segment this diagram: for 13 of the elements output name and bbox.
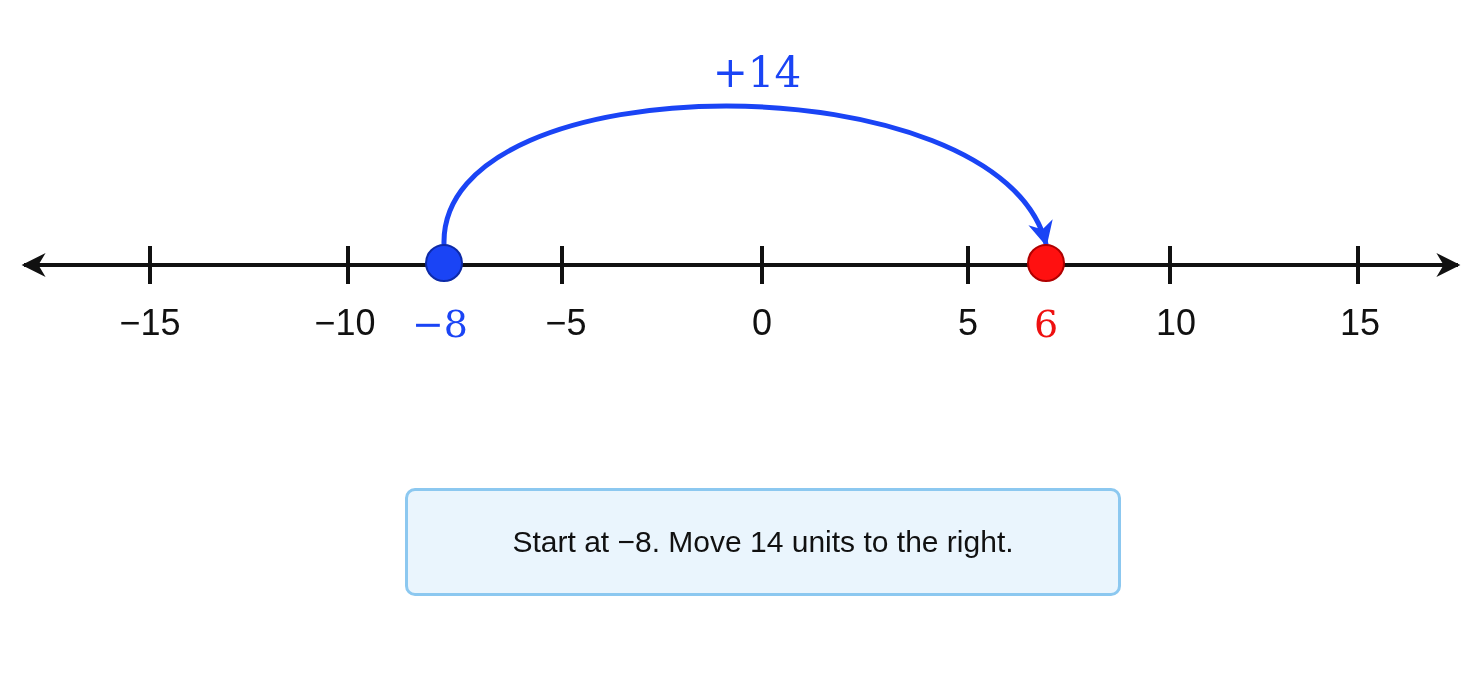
tick-label: −5 [545, 305, 587, 341]
point-label: −8 [412, 305, 468, 343]
point-marker [1027, 244, 1065, 282]
tick-label: 15 [1340, 305, 1380, 341]
tick-label: 0 [752, 305, 772, 341]
explanation-text: Start at −8. Move 14 units to the right. [512, 525, 1014, 559]
tick-label: 10 [1156, 305, 1196, 341]
tick-label: −15 [119, 305, 181, 341]
point-label: 6 [1033, 305, 1059, 343]
explanation-box [405, 488, 1121, 596]
tick-label: −10 [314, 305, 376, 341]
tick-label: 5 [958, 305, 978, 341]
point-marker [425, 244, 463, 282]
